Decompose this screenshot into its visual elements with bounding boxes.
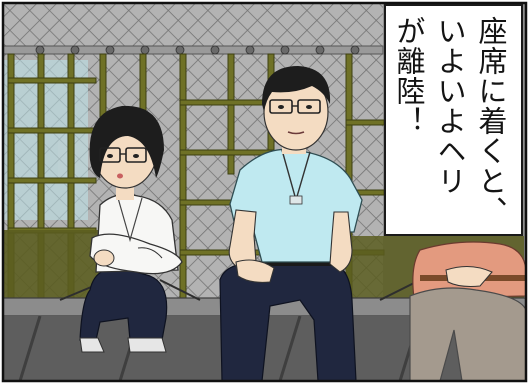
caption-line-2: いよいよヘリ (433, 16, 467, 196)
girl-passenger (79, 105, 183, 353)
speech-caption-box: 座席に着くと、 いよいよヘリ が離陸！ (384, 4, 523, 236)
partial-passenger-right (409, 241, 527, 382)
overhead-rail (2, 45, 384, 55)
caption-line-3: が離陸！ (392, 16, 426, 136)
man-passenger (219, 66, 363, 382)
caption-line-1: 座席に着くと、 (474, 16, 508, 226)
lower-wall-left (3, 230, 99, 310)
